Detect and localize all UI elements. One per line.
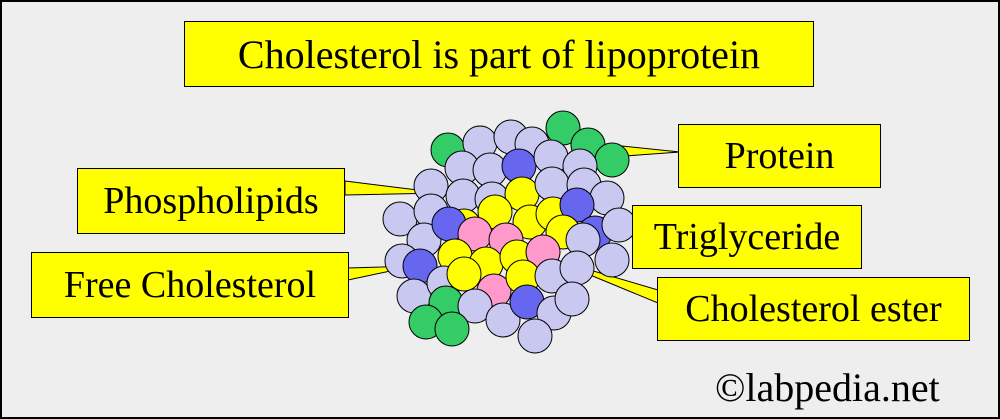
phospholipid-sphere bbox=[457, 288, 493, 324]
phospholipid-sphere bbox=[554, 281, 590, 317]
phospholipids-label: Phospholipids bbox=[77, 168, 345, 234]
triglyceride-label: Triglyceride bbox=[632, 205, 862, 269]
phospholipid-sphere bbox=[601, 207, 637, 243]
title-label: Cholesterol is part of lipoprotein bbox=[184, 21, 814, 87]
protein-label: Protein bbox=[678, 124, 881, 188]
triglyceride-sphere bbox=[446, 256, 482, 292]
protein-sphere bbox=[434, 311, 470, 347]
phospholipid-sphere bbox=[559, 250, 595, 286]
lipoprotein-spheres bbox=[382, 110, 637, 354]
phospholipid-sphere bbox=[517, 318, 553, 354]
phospholipid-sphere bbox=[594, 242, 630, 278]
phospholipid-sphere bbox=[485, 302, 521, 338]
protein-sphere bbox=[594, 142, 630, 178]
cholesterol-ester-label: Cholesterol ester bbox=[657, 277, 970, 341]
copyright-text: ©labpedia.net bbox=[715, 365, 940, 410]
free-cholesterol-label: Free Cholesterol bbox=[31, 252, 349, 318]
